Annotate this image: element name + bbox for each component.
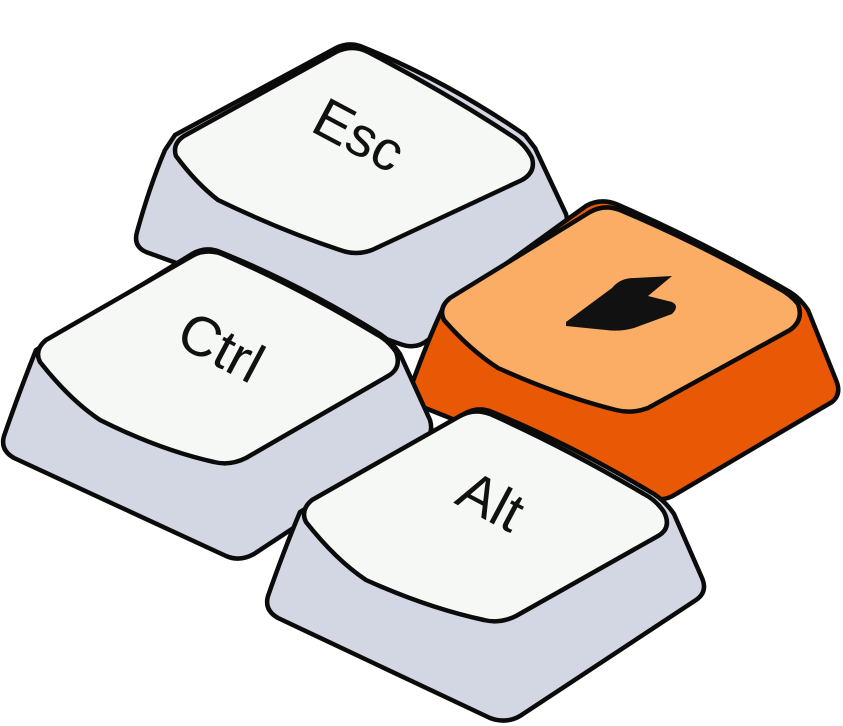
esc-key-top bbox=[172, 45, 536, 256]
alt-key-top bbox=[301, 409, 670, 624]
lightning-bolt-icon bbox=[566, 276, 676, 331]
ctrl-key: Ctrl bbox=[0, 247, 434, 561]
alt-key: Alt bbox=[264, 407, 707, 723]
action-key bbox=[408, 199, 841, 502]
ctrl-key-top bbox=[35, 249, 400, 466]
